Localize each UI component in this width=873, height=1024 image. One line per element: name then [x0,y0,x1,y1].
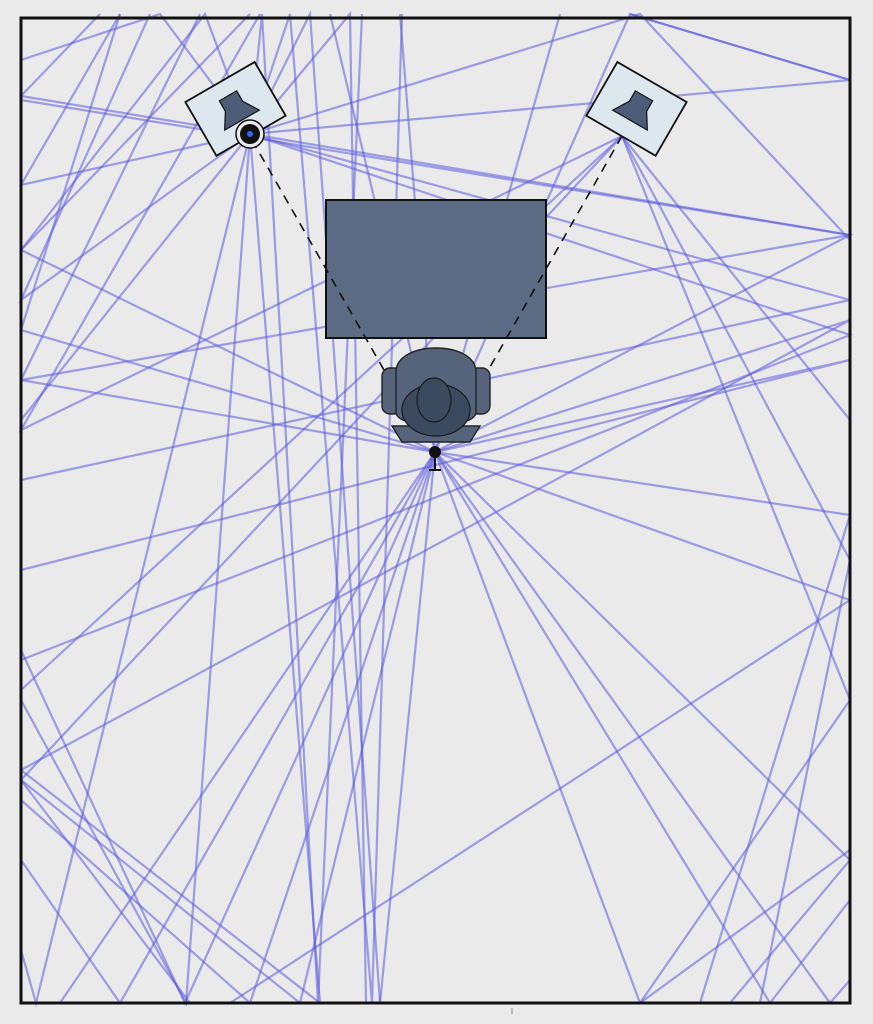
left-sightline [251,139,385,371]
right-sightline [477,135,623,389]
reflection-ray [59,451,436,1004]
reflection-ray [248,133,322,1004]
reflection-ray [621,135,851,421]
microphone-icon [429,446,441,471]
reflection-ray [434,451,852,1004]
reflection-ray [434,451,851,1005]
reflection-ray [20,451,437,1005]
reflection-ray [18,13,251,304]
room-walls [19,16,852,1005]
microphone-position-marker [235,119,265,149]
listener-icon [401,377,471,437]
desk [325,199,547,339]
reflection-ray [249,12,851,136]
reflection-rays [18,9,854,1008]
reflection-ray [229,450,853,1004]
reflection-ray [20,451,437,1005]
reflection-ray [434,451,851,1005]
reflection-ray [18,318,851,1004]
reflection-ray [248,13,404,1004]
reflection-ray [20,451,437,1006]
reflection-ray [249,12,851,241]
reflection-ray [20,451,436,1006]
reflection-ray [378,451,437,1004]
right-speaker-icon [585,60,688,157]
reflection-ray [434,450,852,1004]
reflection-ray [433,451,851,1005]
